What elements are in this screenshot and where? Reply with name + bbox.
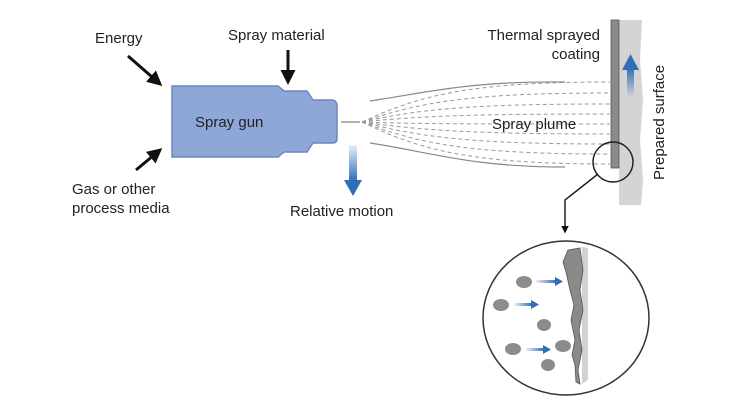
coating-label-line2: coating — [552, 46, 600, 63]
coating-label-line1: Thermal sprayed — [487, 27, 600, 44]
gas-arrow — [135, 148, 163, 172]
particle-motion-arrow-head — [543, 345, 551, 354]
spray-material-label: Spray material — [228, 27, 325, 44]
relative-motion-arrow-head — [344, 180, 362, 196]
gas-label-line1: Gas or other — [72, 181, 155, 198]
detail-substrate — [582, 247, 588, 384]
surface-motion-arrow-shaft — [627, 68, 634, 96]
spray-gun-label: Spray gun — [195, 114, 263, 131]
particle-motion-arrow-head — [531, 300, 539, 309]
magnify-pointer-arrow — [561, 173, 599, 234]
gas-label-line2: process media — [72, 200, 170, 217]
particle-motion-arrow — [526, 348, 544, 351]
particle — [516, 276, 532, 288]
energy-arrow — [127, 54, 163, 86]
prepared-surface-substrate — [619, 20, 643, 205]
particle — [505, 343, 521, 355]
energy-label: Energy — [95, 30, 143, 47]
particle-motion-arrow — [514, 303, 532, 306]
particle — [493, 299, 509, 311]
detail-coating-splats — [562, 247, 584, 385]
spray-plume-label: Spray plume — [492, 116, 576, 133]
particle — [541, 359, 555, 371]
particle — [537, 319, 551, 331]
particle — [555, 340, 571, 352]
thermal-sprayed-coating — [610, 19, 620, 169]
particle-motion-arrow — [536, 280, 556, 283]
spray-plume — [361, 81, 611, 168]
magnified-detail — [482, 240, 650, 396]
relative-motion-arrow-shaft — [349, 145, 357, 181]
magnify-circle — [592, 141, 634, 183]
prepared-surface-label: Prepared surface — [651, 65, 668, 180]
surface-motion-arrow-head — [622, 54, 639, 70]
particle-motion-arrow-head — [555, 277, 563, 286]
spray-gun — [171, 85, 338, 158]
relative-motion-label: Relative motion — [290, 203, 393, 220]
